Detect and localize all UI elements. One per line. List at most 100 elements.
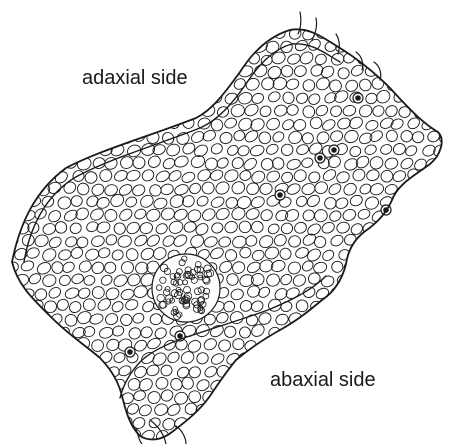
cell	[440, 284, 456, 300]
cell	[426, 285, 441, 300]
trichome	[150, 420, 166, 444]
cell	[133, 233, 149, 248]
cell	[0, 102, 9, 118]
cell	[445, 194, 456, 211]
cell	[418, 11, 433, 26]
cell	[369, 311, 384, 325]
cell	[384, 415, 400, 431]
cell	[48, 104, 63, 117]
cell	[427, 208, 443, 223]
cell	[286, 260, 303, 277]
cell	[328, 209, 343, 223]
cell	[84, 247, 100, 262]
cell	[357, 208, 371, 221]
cell	[230, 287, 245, 301]
cell	[419, 402, 436, 418]
cell	[438, 413, 455, 429]
cell	[406, 13, 421, 26]
cell	[412, 313, 428, 328]
cell	[0, 325, 15, 341]
cell	[20, 77, 36, 91]
cell	[285, 77, 300, 91]
cell	[131, 104, 148, 121]
cell	[217, 76, 233, 92]
cell	[446, 142, 456, 157]
cell	[6, 51, 21, 66]
cell	[108, 192, 126, 209]
cell	[105, 103, 119, 117]
cell	[277, 402, 293, 417]
cell	[404, 90, 419, 105]
cell	[5, 156, 21, 171]
cell	[0, 338, 6, 351]
cell	[267, 222, 281, 236]
cell	[440, 390, 455, 405]
cell	[97, 246, 111, 259]
cell	[347, 115, 364, 131]
cell	[386, 234, 402, 250]
cell	[411, 181, 428, 198]
cell	[400, 285, 415, 300]
cell	[421, 143, 437, 158]
cell	[265, 169, 281, 184]
cell	[47, 416, 63, 431]
cell	[372, 235, 386, 249]
cell	[154, 169, 171, 184]
cell	[0, 65, 16, 81]
cell	[383, 52, 399, 68]
cell	[420, 248, 434, 261]
cell	[217, 235, 232, 248]
cell	[97, 13, 112, 26]
cell	[50, 52, 65, 67]
cell	[335, 11, 351, 27]
cell	[221, 38, 237, 54]
cell	[300, 156, 314, 169]
cell	[397, 311, 413, 326]
cell	[54, 401, 72, 418]
cell	[237, 37, 254, 54]
cell	[274, 209, 289, 223]
cell	[295, 143, 310, 156]
cell	[18, 51, 33, 66]
cell	[193, 39, 209, 54]
cell	[19, 391, 34, 405]
cell	[159, 363, 174, 378]
cell	[200, 180, 216, 196]
cell	[440, 310, 456, 326]
cell	[274, 313, 289, 327]
cell	[117, 182, 133, 197]
cell	[225, 272, 240, 287]
cell	[15, 220, 31, 236]
cell	[425, 259, 441, 274]
cell	[96, 428, 114, 444]
cell	[380, 38, 394, 52]
cell	[167, 168, 183, 183]
cell	[242, 156, 259, 172]
cell	[404, 63, 420, 79]
cell	[8, 25, 24, 40]
cell	[81, 38, 97, 53]
cell	[210, 428, 225, 443]
cell	[448, 65, 456, 82]
cell	[258, 338, 274, 354]
cell	[368, 285, 385, 300]
cell	[215, 25, 231, 40]
cell	[410, 284, 426, 299]
cell	[342, 104, 357, 118]
cell	[364, 119, 379, 132]
cell	[364, 143, 378, 156]
cell	[329, 104, 344, 119]
cell	[244, 234, 259, 249]
cell	[117, 207, 134, 223]
cell	[188, 51, 204, 66]
cell	[349, 194, 364, 208]
cell	[441, 234, 456, 250]
cell	[143, 51, 161, 68]
cell	[425, 157, 440, 171]
cell	[47, 26, 64, 42]
cell	[132, 364, 148, 379]
cell	[321, 248, 336, 263]
cell	[405, 401, 420, 416]
parenchyma-cells	[0, 10, 456, 444]
